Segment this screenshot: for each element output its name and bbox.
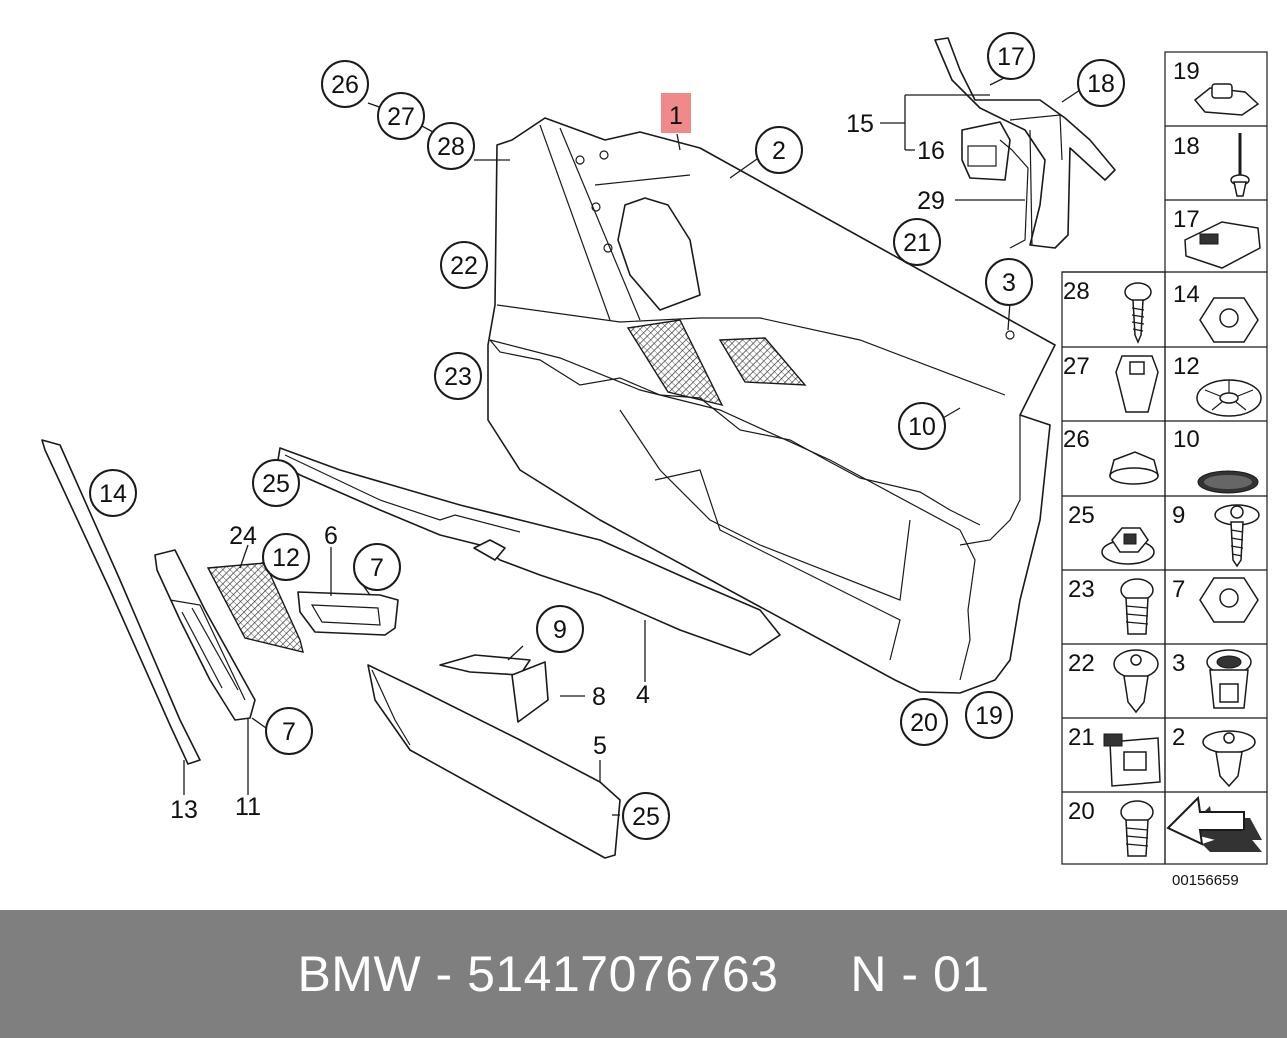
legend-label-2: 2	[1172, 724, 1185, 751]
rivet-18-icon	[1230, 133, 1250, 197]
callout-12: 12	[272, 544, 300, 572]
legend-label-17: 17	[1173, 206, 1200, 233]
document-number: 00156659	[1172, 872, 1239, 889]
callout-13: 13	[170, 796, 198, 824]
legend-label-10: 10	[1173, 426, 1200, 453]
callout-15: 15	[846, 110, 874, 138]
plug-26-icon	[1109, 451, 1159, 485]
callout-23: 23	[444, 363, 472, 391]
callout-19: 19	[975, 702, 1003, 730]
legend-label-25: 25	[1068, 502, 1095, 529]
legend-label-28: 28	[1063, 278, 1090, 305]
grille-24	[206, 562, 304, 653]
badge-10-icon	[1197, 470, 1259, 494]
callout-22: 22	[450, 252, 478, 280]
callout-24: 24	[229, 522, 257, 550]
clip-nut-25-icon	[1101, 527, 1155, 565]
callout-14: 14	[99, 480, 127, 508]
callout-4: 4	[636, 681, 650, 709]
screw-28-icon	[1124, 282, 1152, 344]
legend-label-7: 7	[1172, 576, 1185, 603]
legend-label-12: 12	[1173, 353, 1200, 380]
arrow-icon	[1166, 795, 1262, 852]
callout-27: 27	[387, 103, 415, 131]
clip-19-icon	[1193, 83, 1260, 116]
bracket-clip-17-icon	[1184, 221, 1261, 269]
legend-label-20: 20	[1068, 798, 1095, 825]
legend-label-18: 18	[1173, 133, 1200, 160]
screw-23-icon	[1120, 578, 1154, 635]
trim-5	[367, 664, 621, 859]
door-panel	[487, 117, 1056, 694]
footer-banner: BMW - 51417076763 N - 01	[0, 910, 1287, 1038]
callout-9: 9	[553, 616, 567, 644]
push-rivet-22-icon	[1113, 649, 1159, 714]
handle-6	[297, 591, 399, 636]
callout-29: 29	[917, 187, 945, 215]
legend-label-3: 3	[1172, 650, 1185, 677]
highlight-box	[661, 93, 691, 133]
fastener-legend: 19 18 17 28 14 27 12 26 10 25 9 23 7 22 …	[1061, 51, 1268, 865]
callout-21: 21	[903, 229, 931, 257]
push-clip-2-icon	[1202, 730, 1256, 788]
callout-26: 26	[331, 71, 359, 99]
callout-8: 8	[592, 683, 606, 711]
callout-10: 10	[908, 413, 936, 441]
callout-5: 5	[593, 732, 607, 760]
legend-label-21: 21	[1068, 724, 1095, 751]
grommet-12-icon	[1196, 379, 1262, 417]
part-number-caption: BMW - 51417076763 N - 01	[297, 946, 990, 1002]
callout-17: 17	[997, 43, 1025, 71]
legend-label-19: 19	[1173, 58, 1200, 85]
trim-bar-14	[41, 439, 201, 765]
callout-16: 16	[917, 137, 945, 165]
callout-3: 3	[1002, 269, 1016, 297]
callout-25-top: 25	[262, 470, 290, 498]
parts-diagram: 26 27 28 1 2 17 18 15 16 29 21 3 22 23 1…	[41, 32, 1268, 889]
callout-25-bottom: 25	[632, 803, 660, 831]
expansion-nut-27-icon	[1115, 355, 1159, 413]
handle-carrier-11	[154, 549, 256, 721]
callouts: 26 27 28 1 2 17 18 15 16 29 21 3 22 23 1…	[89, 32, 1125, 840]
callout-7-top: 7	[370, 554, 384, 582]
screw-20-icon	[1120, 800, 1154, 857]
trim-strip-4	[277, 447, 781, 656]
legend-label-23: 23	[1068, 576, 1095, 603]
nut-7-icon	[1199, 577, 1259, 623]
callout-2: 2	[772, 137, 786, 165]
legend-label-22: 22	[1068, 650, 1095, 677]
callout-28: 28	[437, 133, 465, 161]
callout-7-bottom: 7	[282, 718, 296, 746]
nut-14-icon	[1199, 297, 1259, 343]
screw-9-icon	[1214, 504, 1260, 568]
clip-21-icon	[1103, 733, 1161, 787]
legend-label-26: 26	[1063, 426, 1090, 453]
expanding-nut-3-icon	[1206, 649, 1252, 709]
callout-20: 20	[910, 709, 938, 737]
callout-1: 1	[669, 102, 683, 130]
legend-label-14: 14	[1173, 281, 1200, 308]
legend-label-27: 27	[1063, 353, 1090, 380]
callout-6: 6	[324, 522, 338, 550]
cover-9-8	[439, 654, 549, 723]
door-bracket	[934, 37, 1116, 249]
callout-11: 11	[235, 793, 261, 821]
legend-label-9: 9	[1172, 502, 1185, 529]
callout-18: 18	[1087, 70, 1115, 98]
